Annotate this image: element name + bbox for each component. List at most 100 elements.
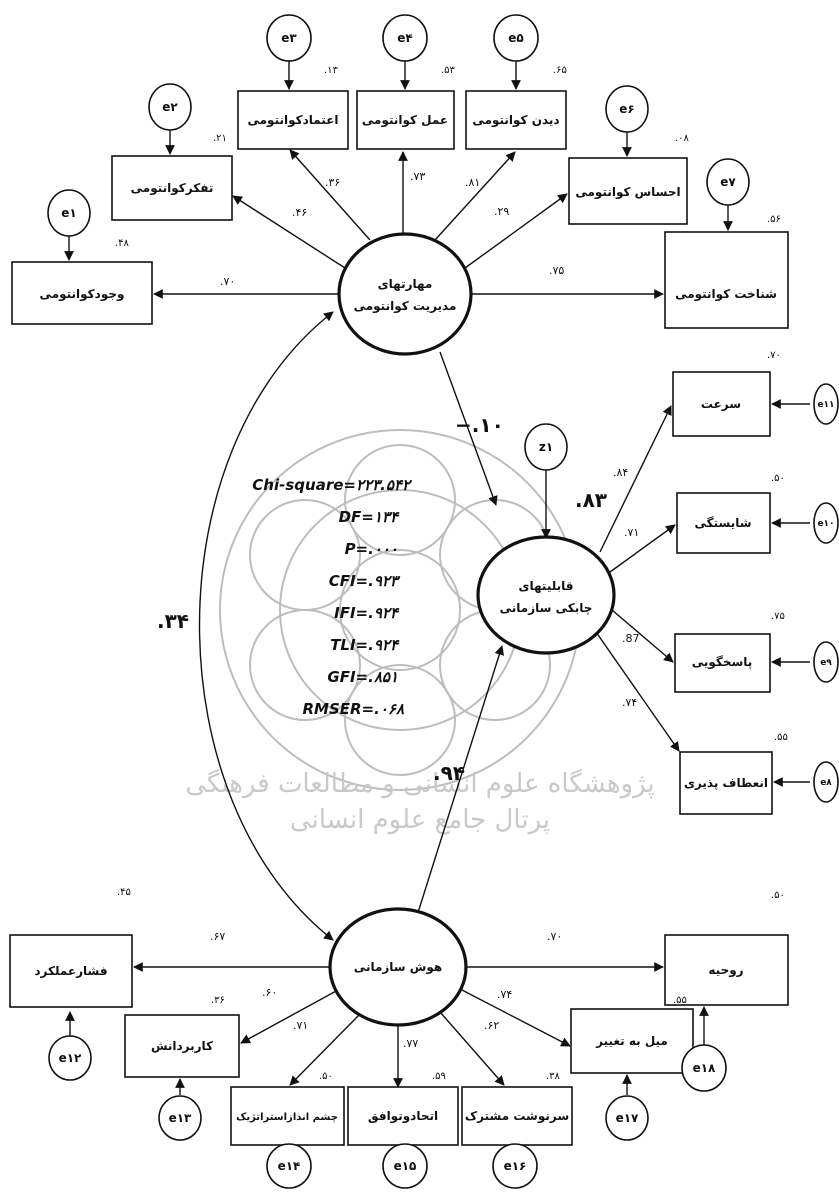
indicator-pasokhgooyi[interactable]: پاسخگویی: [674, 633, 771, 693]
svg-text:انعطاف پذیری: انعطاف پذیری: [684, 776, 768, 790]
svg-text:P=.۰۰۰: P=.۰۰۰: [345, 540, 398, 558]
error-e13[interactable]: e۱۳: [158, 1095, 202, 1141]
svg-text:میل به تغییر: میل به تغییر: [595, 1034, 668, 1048]
error-e16[interactable]: e۱۶: [492, 1143, 538, 1189]
svg-text:e۲: e۲: [162, 100, 178, 114]
indicator-tafakkor[interactable]: تفکرکوانتومی: [111, 155, 233, 221]
svg-text:DF=۱۳۴: DF=۱۳۴: [339, 508, 400, 526]
indicator-ehsas[interactable]: احساس کوانتومی: [568, 157, 688, 225]
latent-quantum-management[interactable]: مهارتهای مدیریت کوانتومی: [337, 232, 473, 356]
error-e7[interactable]: e۷: [706, 158, 750, 206]
svg-text:Chi-square=۲۲۳.۵۴۲: Chi-square=۲۲۳.۵۴۲: [252, 476, 413, 494]
error-e15[interactable]: e۱۵: [382, 1143, 428, 1189]
indicator-amal[interactable]: عمل کوانتومی: [356, 90, 455, 150]
svg-text:e۱۷: e۱۷: [616, 1111, 639, 1125]
svg-text:اعتمادکوانتومی: اعتمادکوانتومی: [247, 113, 338, 128]
svg-text:.۵۹: .۵۹: [432, 1071, 446, 1082]
svg-text:e۱۴: e۱۴: [278, 1159, 301, 1173]
svg-text:.87: .87: [622, 632, 640, 645]
latent-intelligence-label: هوش سازمانی: [354, 960, 442, 975]
svg-text:.۵۶: .۵۶: [767, 214, 781, 225]
svg-text:دیدن کوانتومی: دیدن کوانتومی: [472, 113, 559, 128]
svg-text:اتحادوتوافق: اتحادوتوافق: [368, 1109, 438, 1124]
svg-text:e۱۳: e۱۳: [169, 1111, 192, 1125]
svg-text:.۴۸: .۴۸: [115, 238, 130, 249]
path-quantum-to-agility: −.۱۰: [455, 413, 504, 437]
error-e5[interactable]: e۵: [493, 14, 539, 62]
svg-text:e۱۲: e۱۲: [59, 1051, 82, 1065]
watermark-line-1: پژوهشگاه علوم انسانی و مطالعات فرهنگی: [185, 768, 654, 799]
error-e3[interactable]: e۳: [266, 14, 312, 62]
error-e18[interactable]: e۱۸: [681, 1044, 727, 1092]
error-e10[interactable]: e۱۰: [813, 502, 839, 544]
svg-text:.۵۵: .۵۵: [673, 995, 687, 1006]
error-e9[interactable]: e۹: [813, 641, 839, 683]
indicator-didan[interactable]: دیدن کوانتومی: [465, 90, 567, 150]
error-e12[interactable]: e۱۲: [48, 1035, 92, 1081]
svg-text:e۱: e۱: [61, 206, 76, 220]
svg-text:شایستگی: شایستگی: [694, 516, 751, 530]
error-e14[interactable]: e۱۴: [266, 1143, 312, 1189]
error-e1[interactable]: e۱: [47, 189, 91, 237]
svg-text:.۷۴: .۷۴: [622, 696, 637, 709]
svg-text:سرعت: سرعت: [701, 397, 741, 411]
svg-text:چشم اندازاستراتژیک: چشم اندازاستراتژیک: [236, 1112, 338, 1123]
svg-text:.۲۹: .۲۹: [494, 205, 509, 218]
error-e6[interactable]: e۶: [605, 85, 649, 133]
svg-text:.۴۵: .۴۵: [117, 887, 131, 898]
indicator-meyl[interactable]: میل به تغییر: [570, 1008, 694, 1074]
indicator-sarnevesht[interactable]: سرنوشت مشترک: [461, 1086, 573, 1146]
latent-org-agility[interactable]: قابلیتهای چابکی سازمانی: [476, 535, 616, 655]
indicator-shenakht[interactable]: شناخت کوانتومی: [664, 231, 789, 329]
svg-text:.۷۰: .۷۰: [547, 930, 562, 943]
latent-agility-label-2: چابکی سازمانی: [500, 601, 593, 615]
indicator-fashar[interactable]: فشارعملکرد: [9, 934, 133, 1008]
error-e8[interactable]: e۸: [813, 761, 839, 803]
svg-text:وجودکوانتومی: وجودکوانتومی: [40, 287, 125, 302]
indicator-etemad[interactable]: اعتمادکوانتومی: [237, 90, 349, 150]
latent-quantum-label-1: مهارتهای: [378, 277, 433, 291]
svg-text:شناخت کوانتومی: شناخت کوانتومی: [675, 287, 777, 302]
indicator-sorat[interactable]: سرعت: [672, 371, 771, 437]
svg-text:e۷: e۷: [720, 175, 736, 189]
svg-text:.۶۰: .۶۰: [262, 986, 277, 999]
indicator-ettehad[interactable]: اتحادوتوافق: [347, 1086, 459, 1146]
svg-text:e۱۵: e۱۵: [394, 1159, 417, 1173]
error-e2[interactable]: e۲: [148, 83, 192, 131]
error-e17[interactable]: e۱۷: [605, 1095, 649, 1141]
svg-text:.۵۰: .۵۰: [771, 890, 785, 901]
indicator-karbord[interactable]: کاربردانش: [124, 1014, 240, 1078]
svg-text:.۵۰: .۵۰: [771, 473, 785, 484]
indicator-cheshm[interactable]: چشم اندازاستراتژیک: [230, 1086, 345, 1146]
svg-text:e۶: e۶: [619, 102, 634, 116]
svg-text:.۴۶: .۴۶: [292, 206, 307, 219]
error-e4[interactable]: e۴: [382, 14, 428, 62]
svg-text:.۷۳: .۷۳: [410, 170, 425, 183]
indicator-eneaf[interactable]: انعطاف پذیری: [679, 751, 773, 815]
svg-text:.۷۱: .۷۱: [293, 1019, 308, 1032]
svg-text:.۳۶: .۳۶: [325, 176, 340, 189]
svg-text:.۶۵: .۶۵: [553, 65, 567, 76]
svg-text:RMSER=.۰۶۸: RMSER=.۰۶۸: [302, 700, 404, 718]
svg-text:.۱۳: .۱۳: [324, 65, 339, 76]
svg-text:e۱۶: e۱۶: [504, 1159, 527, 1173]
svg-text:احساس کوانتومی: احساس کوانتومی: [575, 185, 680, 200]
svg-text:.۷۰: .۷۰: [220, 275, 235, 288]
indicator-roohiye[interactable]: روحیه: [664, 934, 789, 1006]
svg-text:e۹: e۹: [820, 658, 832, 668]
svg-text:فشارعملکرد: فشارعملکرد: [34, 964, 107, 978]
indicator-wojud[interactable]: وجودکوانتومی: [11, 261, 153, 325]
error-e11[interactable]: e۱۱: [813, 383, 839, 425]
svg-text:عمل کوانتومی: عمل کوانتومی: [362, 113, 448, 128]
error-z1[interactable]: z۱: [524, 423, 568, 471]
svg-text:e۵: e۵: [508, 31, 523, 45]
svg-text:IFI=.۹۲۴: IFI=.۹۲۴: [334, 604, 400, 622]
svg-text:e۴: e۴: [397, 31, 412, 45]
covariance-quantum-intelligence: .۳۴: [157, 609, 189, 633]
indicator-shayestegi[interactable]: شایستگی: [676, 492, 771, 554]
latent-org-intelligence[interactable]: هوش سازمانی: [328, 907, 468, 1027]
loading-labels: .۷۰ .۴۶ .۳۶ .۷۳ .۸۱ .۲۹ .۷۵ .۸۴ .۷۱ .87 …: [210, 170, 640, 1050]
svg-text:.۷۵: .۷۵: [549, 264, 564, 277]
svg-text:e۱۱: e۱۱: [817, 400, 834, 410]
